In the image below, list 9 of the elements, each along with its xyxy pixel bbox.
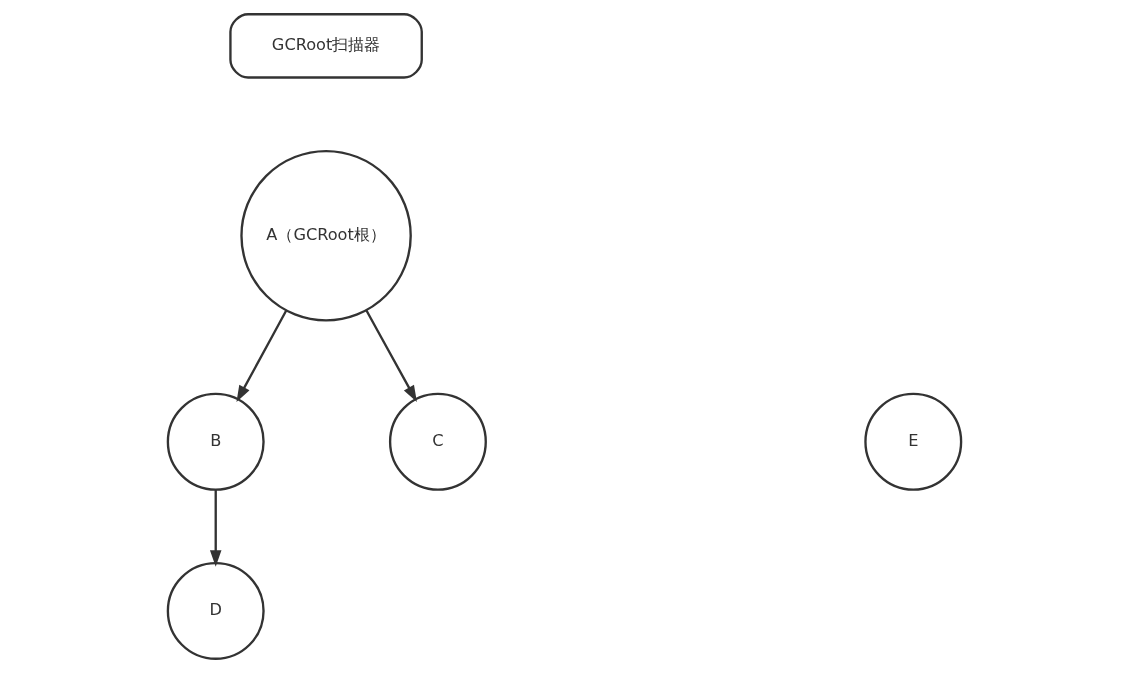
- arrow: [209, 489, 221, 567]
- node-box: GCRoot扫描器: [228, 13, 423, 79]
- node-circle: A（GCRoot根）: [239, 149, 412, 322]
- node-circle: B: [166, 392, 265, 491]
- node-circle: D: [166, 561, 265, 660]
- node-circle: E: [863, 392, 962, 491]
- node-circle: C: [388, 392, 487, 491]
- arrow: [235, 309, 287, 403]
- arrow: [364, 309, 417, 403]
